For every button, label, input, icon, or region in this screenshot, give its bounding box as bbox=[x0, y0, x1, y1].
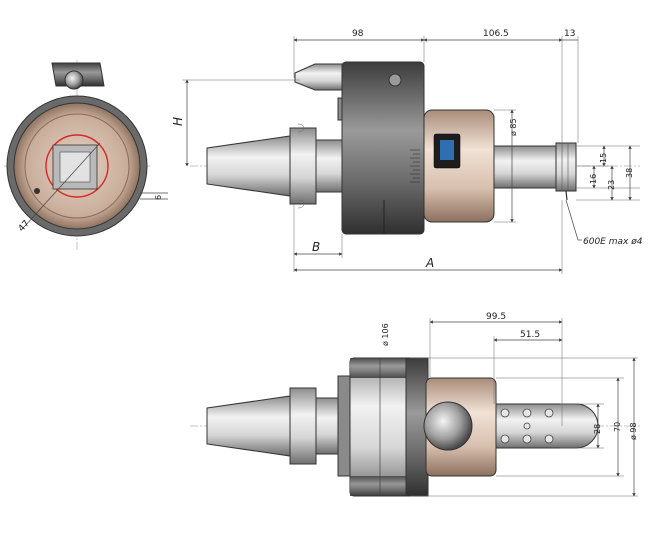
bottom-view-ball bbox=[423, 401, 473, 451]
end-view-top-bolt bbox=[64, 70, 84, 90]
end-view-inner-ring bbox=[24, 113, 130, 219]
top-view-insert bbox=[565, 190, 568, 201]
dim-38: 38 bbox=[625, 168, 634, 178]
dim-98: 98 bbox=[352, 29, 364, 39]
dim-a: A bbox=[425, 256, 434, 270]
note-leader bbox=[565, 199, 579, 241]
dim-h: H bbox=[171, 117, 185, 126]
dim-dia-106: ø 106 bbox=[381, 323, 390, 346]
dim-dia-98: ø 98 bbox=[629, 422, 638, 440]
bottom-view: ø 106 99.5 51.5 28 70 ø 98 bbox=[190, 312, 640, 497]
top-view-scale bbox=[410, 149, 420, 183]
dim-16: 16 bbox=[589, 174, 598, 184]
top-view-dark-body bbox=[341, 61, 425, 235]
end-view-dim-47-line bbox=[23, 142, 101, 228]
dim-99-5: 99.5 bbox=[486, 312, 506, 322]
top-view-flange-groove bbox=[297, 123, 305, 209]
top-view-body-bolt bbox=[388, 73, 402, 87]
top-view-flange bbox=[289, 127, 317, 205]
top-view-cutter bbox=[555, 142, 577, 192]
bottom-view-holes bbox=[500, 408, 554, 444]
top-view-neck bbox=[315, 139, 343, 193]
top-view-taper bbox=[206, 135, 291, 197]
dim-51-5: 51.5 bbox=[520, 330, 540, 340]
end-view-inner-square bbox=[59, 151, 91, 183]
bottom-view-taper bbox=[206, 395, 291, 457]
dim-106-5: 106.5 bbox=[483, 29, 509, 39]
bottom-view-flange bbox=[289, 387, 317, 465]
dim-dia-85: ø 85 bbox=[509, 118, 518, 136]
end-view: 47 6 bbox=[4, 60, 168, 250]
end-view-red-circle bbox=[45, 134, 109, 198]
note-600e: 600E max ø4 bbox=[583, 237, 643, 247]
top-view: 98 106.5 13 H ø 85 15 16 23 38 600E max … bbox=[171, 29, 643, 274]
top-view-shank bbox=[493, 145, 557, 189]
top-view-dial-screen bbox=[440, 140, 454, 160]
dim-15: 15 bbox=[599, 153, 608, 163]
top-view-upper-pin bbox=[294, 63, 346, 91]
dim-70: 70 bbox=[613, 422, 622, 432]
end-view-side-screw bbox=[34, 188, 40, 194]
dim-28: 28 bbox=[593, 424, 602, 434]
dim-23: 23 bbox=[607, 180, 616, 190]
dim-13: 13 bbox=[564, 29, 575, 39]
end-view-dim-6: 6 bbox=[154, 195, 163, 200]
dim-b: B bbox=[312, 240, 320, 254]
